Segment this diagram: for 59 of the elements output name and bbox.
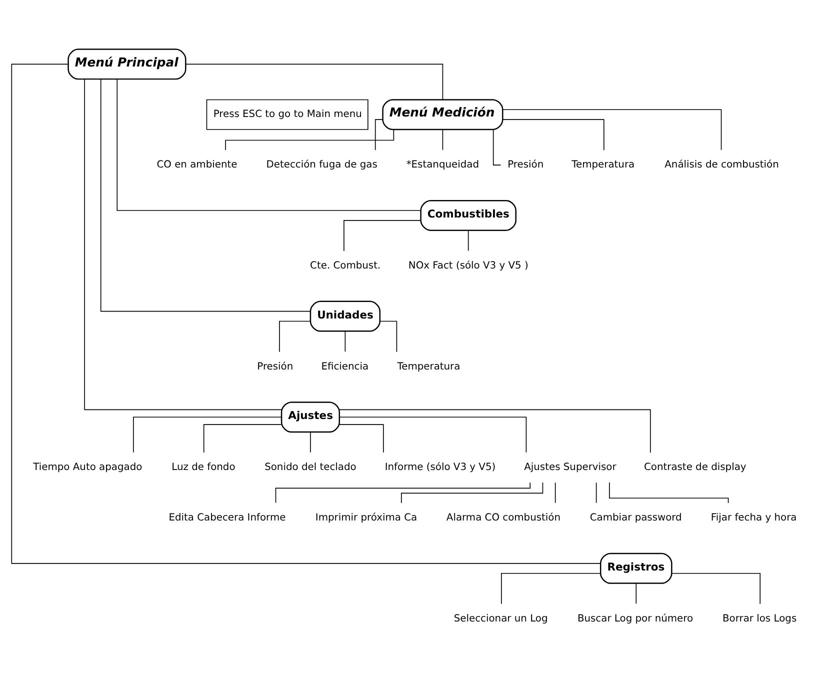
node-text: Buscar Log por número	[577, 613, 694, 624]
node-text: *Estanqueidad	[406, 160, 480, 171]
node-text: Presión	[508, 160, 544, 171]
node-text: Temperatura	[397, 361, 460, 372]
node-box: Combustibles	[420, 200, 516, 231]
connector	[133, 416, 282, 453]
node-text: Alarma CO combustión	[446, 512, 561, 524]
node-box: Unidades	[310, 300, 381, 332]
node-box: Registros	[600, 552, 672, 584]
node-box: Menú Medición	[382, 99, 504, 130]
connector	[310, 432, 311, 453]
node-text: CO en ambiente	[156, 160, 238, 171]
node-text: Eficiencia	[321, 361, 369, 372]
connector	[344, 331, 346, 352]
connector	[554, 482, 556, 504]
connector	[596, 482, 597, 504]
node-text: Imprimir próxima Ca	[315, 512, 418, 524]
connector	[672, 572, 761, 604]
node-text: Edita Cabecera Informe	[168, 512, 286, 524]
connector	[116, 78, 422, 211]
node-text: Sonido del teclado	[264, 462, 356, 474]
connector	[636, 583, 637, 604]
node-box: Press ESC to go to Main menu	[206, 99, 368, 130]
node-text: Cte. Combust.	[310, 260, 381, 272]
node-text: Cambiar password	[590, 512, 682, 524]
node-text: NOx Fact (sólo V3 y V5 )	[408, 260, 528, 272]
connector	[442, 129, 444, 150]
connector	[502, 119, 604, 151]
node-box: Ajustes	[280, 402, 340, 433]
connector	[339, 416, 527, 453]
connector	[84, 78, 282, 410]
connector	[203, 424, 282, 453]
connector	[279, 320, 311, 352]
connector	[344, 220, 421, 252]
connector	[186, 64, 444, 100]
connector	[339, 424, 384, 453]
node-text: Presión	[257, 361, 294, 372]
node-text: Borrar los Logs	[722, 613, 797, 624]
connector	[501, 572, 601, 604]
connector	[374, 119, 383, 151]
node-text: Seleccionar un Log	[454, 613, 548, 624]
node-text: Temperatura	[572, 160, 635, 171]
connector	[339, 409, 651, 454]
connector	[468, 230, 469, 252]
node-text: Análisis de combustión	[664, 160, 779, 171]
node-text: Fijar fecha y hora	[710, 512, 797, 524]
connector	[275, 482, 531, 504]
node-text: Detección fuga de gas	[266, 160, 378, 171]
connector	[11, 64, 601, 564]
connector	[380, 320, 398, 352]
node-box: Menú Principal	[68, 48, 186, 80]
node-text: Luz de fondo	[172, 462, 236, 474]
node-text: Contraste de display	[644, 462, 746, 474]
node-text: Ajustes Supervisor	[524, 462, 616, 474]
connector	[100, 78, 311, 312]
connector	[400, 482, 544, 504]
connector	[502, 109, 722, 150]
node-text: Informe (sólo V3 y V5)	[384, 462, 496, 474]
node-text: Tiempo Auto apagado	[33, 462, 142, 474]
